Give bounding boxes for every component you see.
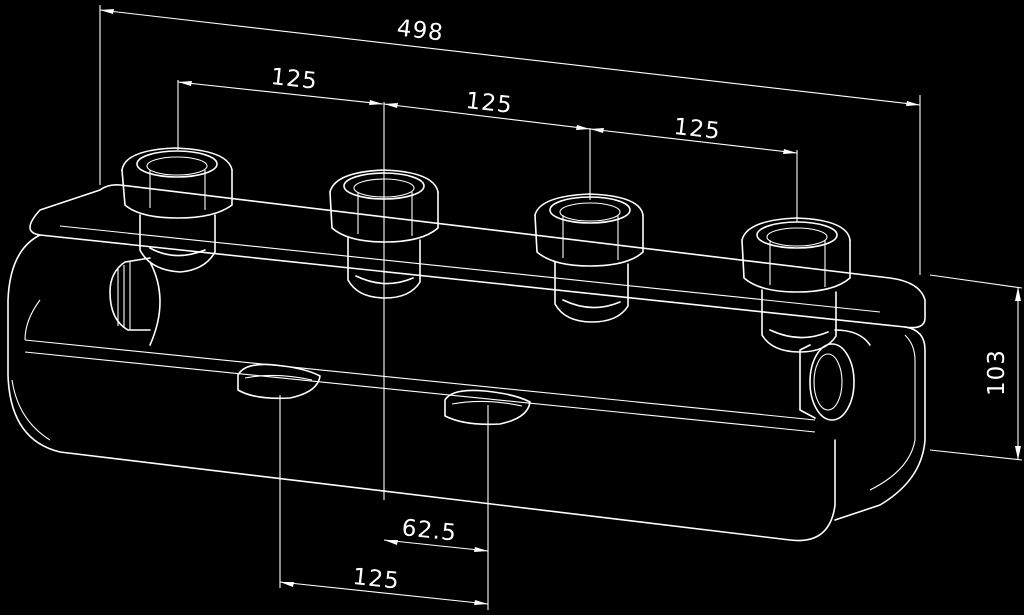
dimension-bottom-spacing: 125 xyxy=(279,395,489,605)
bottom-port-left xyxy=(237,363,321,400)
dimension-overall-length: 498 xyxy=(99,5,921,275)
dimension-spacing-top-1: 125 xyxy=(177,64,384,150)
bottom-port-right xyxy=(444,389,531,426)
overall-length-label: 498 xyxy=(395,15,445,46)
nut-fitting-4 xyxy=(741,217,851,353)
left-side-port xyxy=(109,257,161,346)
nut-fitting-3 xyxy=(534,193,644,323)
nut-fitting-2 xyxy=(329,169,439,299)
bottom-spacing-label: 125 xyxy=(351,564,400,595)
dimension-spacing-top-3: 125 xyxy=(589,114,798,222)
dimension-spacing-top-2: 125 xyxy=(383,88,591,500)
nut-fitting-1 xyxy=(121,147,233,273)
height-label: 103 xyxy=(984,349,1010,396)
spacing-top-1-label: 125 xyxy=(269,64,318,95)
spacing-top-2-label: 125 xyxy=(464,88,513,119)
right-side-port xyxy=(799,343,855,421)
manifold-body xyxy=(7,184,926,542)
dimension-bottom-offset: 62.5 xyxy=(383,405,489,610)
bottom-offset-label: 62.5 xyxy=(401,515,459,547)
dimension-height: 103 xyxy=(929,274,1023,461)
spacing-top-3-label: 125 xyxy=(672,114,721,145)
